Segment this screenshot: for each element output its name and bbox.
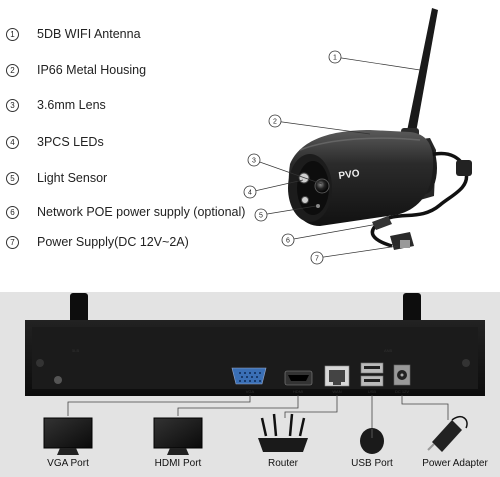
feature-label: 5DB WIFI Antenna [37, 27, 141, 41]
nvr-label-antenna-left: 5LB [72, 348, 79, 353]
peripheral-label-vga: VGA Port [47, 458, 89, 469]
callout-number: 5 [259, 213, 263, 220]
peripheral-label-power-adapter: Power Adapter [422, 458, 488, 469]
callout-number: 7 [315, 256, 319, 263]
callout-number: 3 [252, 158, 256, 165]
callout-number: 4 [248, 190, 252, 197]
feature-label: Network POE power supply (optional) [37, 205, 246, 219]
feature-number: 4 [6, 135, 19, 149]
camera-illustration: PVO 1 2 3 4 5 6 [243, 8, 472, 265]
wan-port: WAN [324, 365, 350, 394]
port-label-wan: WAN [332, 389, 341, 394]
feature-label: Power Supply(DC 12V~2A) [37, 235, 189, 249]
feature-item: 4 3PCS LEDs [6, 132, 104, 152]
feature-label: 3.6mm Lens [37, 98, 106, 112]
connection-lines [67, 395, 449, 428]
callout-number: 1 [333, 55, 337, 62]
monitor-icon [43, 417, 93, 455]
feature-item: 6 Network POE power supply (optional) [6, 202, 245, 222]
router-icon [258, 413, 308, 452]
feature-number: 7 [6, 235, 19, 249]
vga-port: VGA [231, 367, 267, 394]
antenna [401, 8, 438, 142]
feature-item: 7 Power Supply(DC 12V~2A) [6, 232, 189, 252]
nvr-label-antenna-right: ANB [384, 348, 393, 353]
feature-number: 1 [6, 27, 19, 41]
camera-callouts: 1 2 3 4 5 6 7 [243, 50, 421, 265]
mouse-icon [360, 428, 384, 454]
callout-number: 6 [286, 238, 290, 245]
peripheral-label-usb: USB Port [351, 458, 393, 469]
monitor-icon [153, 417, 203, 455]
feature-label: IP66 Metal Housing [37, 63, 147, 77]
usb-ports: USB [360, 362, 384, 394]
callout-number: 2 [273, 119, 277, 126]
feature-item: 1 5DB WIFI Antenna [6, 24, 141, 44]
dc-jack: DC 12V [393, 364, 411, 394]
feature-item: 2 IP66 Metal Housing [6, 60, 146, 80]
feature-number: 5 [6, 171, 19, 185]
feature-number: 2 [6, 63, 19, 77]
port-label-usb: USB [368, 389, 377, 394]
feature-item: 3 3.6mm Lens [6, 95, 106, 115]
camera-body: PVO [288, 130, 434, 226]
port-label-dc: DC 12V [395, 389, 409, 394]
port-label-vga: VGA [246, 389, 255, 394]
nvr-panel: 5LB ANB VGA HDMI [0, 292, 500, 477]
feature-label: 3PCS LEDs [37, 135, 104, 149]
feature-number: 3 [6, 98, 19, 112]
hdmi-port: HDMI [284, 370, 313, 394]
peripheral-label-router: Router [267, 458, 298, 469]
camera-cable [370, 151, 472, 250]
feature-item: 5 Light Sensor [6, 168, 107, 188]
camera-brand: PVO [338, 168, 361, 182]
power-adapter-icon [427, 416, 468, 452]
peripheral-label-hdmi: HDMI Port [154, 458, 202, 469]
port-label-hdmi: HDMI [293, 389, 303, 394]
feature-label: Light Sensor [37, 171, 108, 185]
feature-number: 6 [6, 205, 19, 219]
